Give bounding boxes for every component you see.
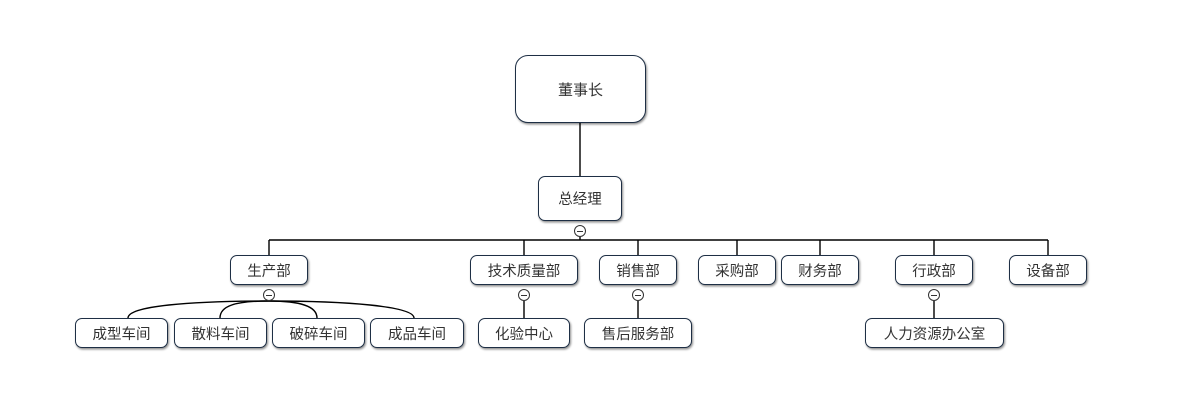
node-hr-office-label: 人力资源办公室 [883, 326, 986, 343]
node-purchasing-dept-label: 采购部 [715, 263, 759, 280]
node-finance-dept-label: 财务部 [798, 263, 842, 280]
minus-circle-icon[interactable] [518, 289, 530, 301]
node-mixing-workshop-label: 散料车间 [191, 326, 250, 343]
node-purchasing-dept[interactable]: 采购部 [698, 255, 776, 285]
minus-circle-icon[interactable] [632, 289, 644, 301]
node-general-manager[interactable]: 总经理 [538, 176, 622, 221]
node-production-dept[interactable]: 生产部 [230, 255, 308, 285]
connector-production-finished [268, 300, 415, 319]
minus-circle-icon[interactable] [263, 289, 275, 301]
node-crushing-workshop[interactable]: 破碎车间 [272, 318, 365, 348]
node-production-dept-label: 生产部 [247, 263, 291, 280]
node-equipment-dept[interactable]: 设备部 [1009, 255, 1087, 285]
node-finished-workshop[interactable]: 成品车间 [370, 318, 464, 348]
node-general-manager-label: 总经理 [558, 192, 602, 208]
node-quality-dept[interactable]: 技术质量部 [470, 255, 578, 285]
node-finance-dept[interactable]: 财务部 [781, 255, 859, 285]
node-crushing-workshop-label: 破碎车间 [289, 326, 348, 343]
node-admin-dept[interactable]: 行政部 [895, 255, 973, 285]
node-chairman[interactable]: 董事长 [515, 55, 646, 123]
minus-circle-icon[interactable] [928, 289, 940, 301]
node-quality-dept-label: 技术质量部 [487, 263, 561, 280]
node-sales-dept-label: 销售部 [616, 263, 660, 280]
node-forming-workshop[interactable]: 成型车间 [75, 318, 168, 348]
node-hr-office[interactable]: 人力资源办公室 [865, 318, 1004, 348]
node-after-sales-dept-label: 售后服务部 [601, 326, 675, 343]
node-after-sales-dept[interactable]: 售后服务部 [584, 318, 692, 348]
connector-production-forming [127, 300, 270, 319]
node-forming-workshop-label: 成型车间 [92, 326, 151, 343]
node-sales-dept[interactable]: 销售部 [599, 255, 677, 285]
minus-circle-icon[interactable] [574, 225, 586, 237]
connector-production-crushing [268, 300, 318, 319]
node-lab-center[interactable]: 化验中心 [478, 318, 570, 348]
node-lab-center-label: 化验中心 [495, 326, 553, 343]
node-equipment-dept-label: 设备部 [1026, 263, 1070, 280]
node-finished-workshop-label: 成品车间 [388, 326, 446, 343]
node-admin-dept-label: 行政部 [912, 263, 956, 280]
connector-production-mixing [219, 300, 270, 319]
node-chairman-label: 董事长 [557, 80, 603, 99]
node-mixing-workshop[interactable]: 散料车间 [174, 318, 267, 348]
